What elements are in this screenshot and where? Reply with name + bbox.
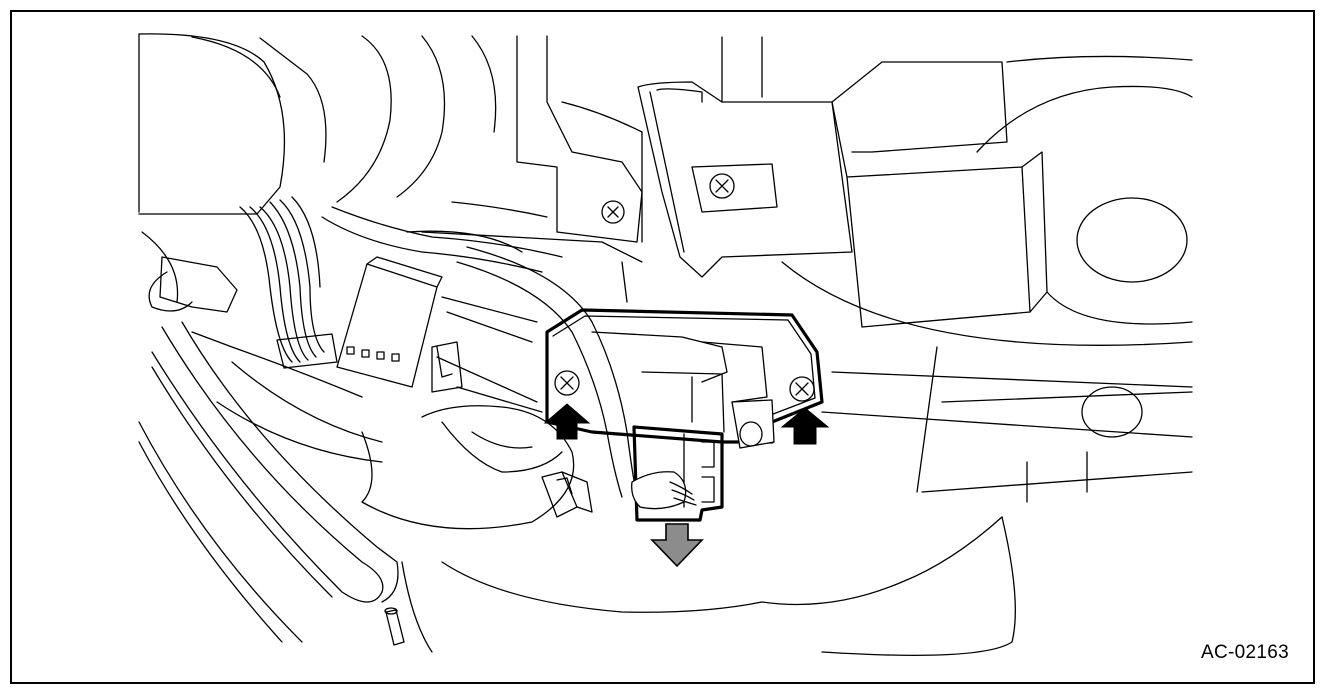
pull-down-arrow [650,523,704,568]
figure-code: AC-02163 [1201,642,1289,663]
resistor-assembly [545,308,824,449]
bolt-arrow-icon [780,407,830,445]
bolt-arrow-left [543,403,591,440]
line-drawing [138,33,1193,656]
diagram-frame: AC-02163 [10,10,1315,684]
left-panel [138,33,497,215]
bolt-arrow-icon [543,403,591,440]
connector-cable [456,246,638,498]
wire-harness [239,196,563,369]
right-housing [831,55,1193,328]
locating-pin [384,607,405,646]
pull-down-arrow-icon [650,523,704,568]
unit-connector [631,425,724,522]
lower-duct [361,405,593,530]
right-case-body [781,261,1193,656]
upper-bracket [516,35,643,303]
upper-right-bracket [637,36,1008,278]
diagonal-rails [436,201,548,413]
bolt-arrow-right [780,407,830,445]
left-clip [141,231,238,313]
side-connector [336,230,643,393]
